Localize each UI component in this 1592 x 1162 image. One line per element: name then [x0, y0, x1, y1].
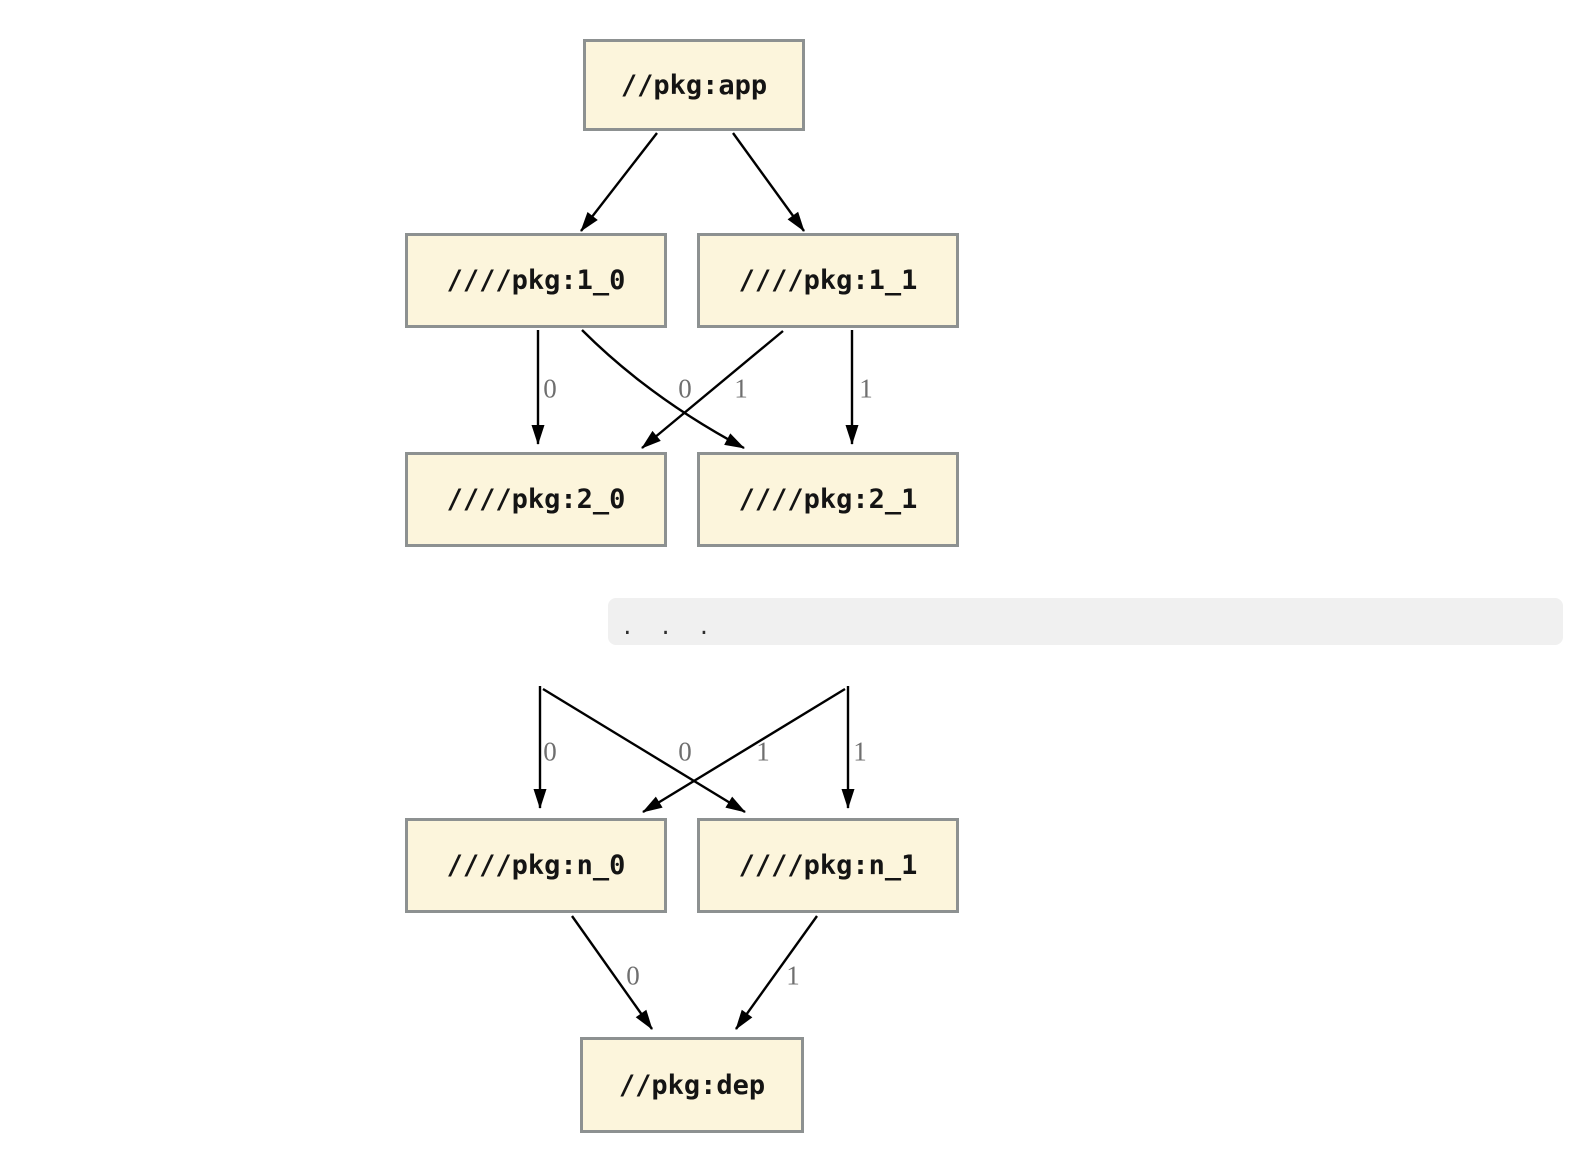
node-pkg-2_0: ////pkg:2_0: [405, 452, 667, 547]
edge-label-ellipsis-to-n_1-left: 1: [756, 736, 770, 767]
edge-label-n_1-to-dep: 1: [786, 960, 800, 991]
node-pkg-2_1-label: ////pkg:2_1: [738, 484, 918, 515]
node-pkg-n_0: ////pkg:n_0: [405, 818, 667, 913]
node-pkg-1_0-label: ////pkg:1_0: [446, 265, 626, 296]
edge-label-ellipsis-to-n_0-left: 0: [543, 736, 557, 767]
node-pkg-dep-label: //pkg:dep: [618, 1069, 766, 1101]
edge-label-ellipsis-to-n_0-right: 0: [678, 736, 692, 767]
edge-label-1_1-to-2_1: 1: [859, 373, 873, 404]
node-pkg-n_1: ////pkg:n_1: [697, 818, 959, 913]
node-pkg-n_1-label: ////pkg:n_1: [738, 850, 918, 881]
node-pkg-1_0: ////pkg:1_0: [405, 233, 667, 328]
edge-app-to-1_1: [732, 132, 805, 232]
node-pkg-dep: //pkg:dep: [580, 1037, 804, 1133]
edge-1_1-to-2_0: [641, 330, 784, 449]
node-pkg-1_1: ////pkg:1_1: [697, 233, 959, 328]
ellipsis-code-bar: . . .: [608, 598, 1563, 645]
node-pkg-2_0-label: ////pkg:2_0: [446, 484, 626, 515]
edge-label-1_0-to-2_0: 0: [543, 373, 557, 404]
node-pkg-2_1: ////pkg:2_1: [697, 452, 959, 547]
edge-n_0-to-dep: [571, 915, 653, 1030]
edge-ellipsis-to-n_1-left: [542, 687, 746, 814]
edge-label-1_0-to-2_1: 1: [734, 373, 748, 404]
edge-label-n_0-to-dep: 0: [626, 960, 640, 991]
edge-app-to-1_0: [580, 132, 658, 232]
edge-label-ellipsis-to-n_1-right: 1: [853, 736, 867, 767]
edge-label-1_1-to-2_0: 0: [678, 373, 692, 404]
node-pkg-n_0-label: ////pkg:n_0: [446, 850, 626, 881]
edge-1_0-to-2_1: [581, 329, 745, 450]
node-pkg-app: //pkg:app: [583, 39, 805, 131]
node-pkg-1_1-label: ////pkg:1_1: [738, 265, 918, 296]
ellipsis-dots: . . .: [621, 614, 711, 639]
edge-n_1-to-dep: [735, 915, 818, 1030]
edge-ellipsis-to-n_0-right: [642, 687, 846, 814]
node-pkg-app-label: //pkg:app: [620, 69, 768, 101]
